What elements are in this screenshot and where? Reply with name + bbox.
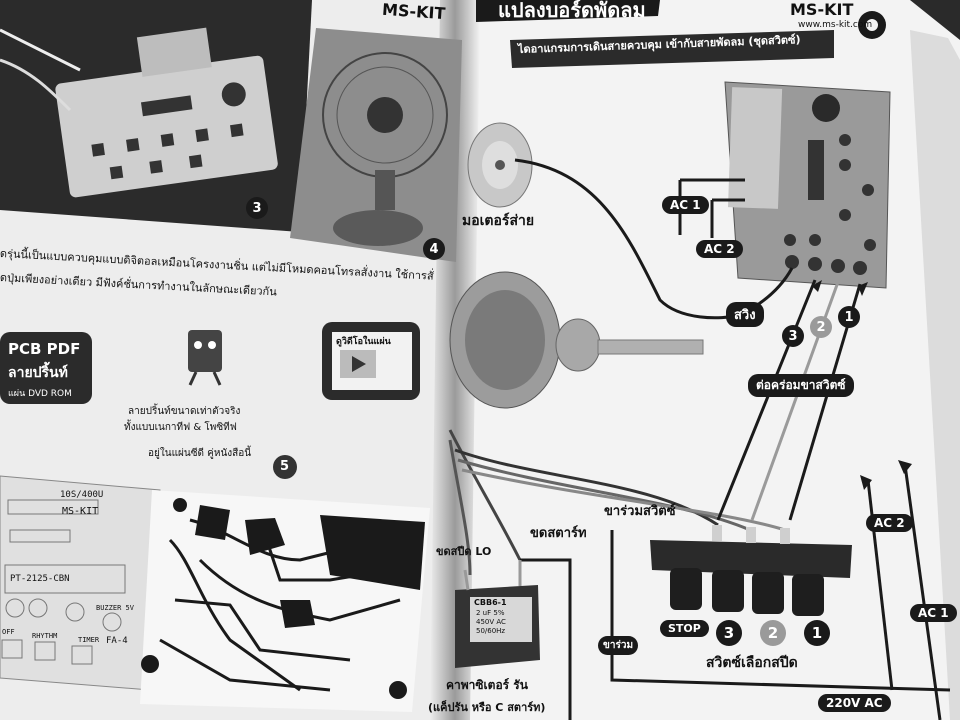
pcb-buzzer-label: BUZZER 5V (96, 604, 134, 612)
ac2-top-badge: AC 2 (696, 240, 743, 258)
ac1-side-badge: AC 1 (910, 604, 957, 622)
ac220-badge: 220V AC (818, 694, 891, 712)
speed-select-label: สวิตซ์เลือกสปีด (706, 655, 798, 671)
pcb-board-label: MS-KIT (62, 506, 99, 517)
pin-1-badge: 1 (838, 306, 860, 328)
speed-switch-bank (650, 540, 852, 578)
connect-pins-badge: ต่อคร่อมขาสวิตซ์ (748, 374, 854, 397)
pcb-timer-label: TIMER (78, 636, 100, 644)
photo-step-4: 4 (423, 238, 445, 260)
tablet-video-icon (322, 322, 420, 400)
cap-model: CBB6-1 (474, 598, 507, 607)
layout-print-title: ลายปริ้นท์ (8, 365, 68, 381)
stop-badge: STOP (660, 620, 709, 637)
pcb-fa-label: FA-4 (106, 636, 128, 646)
photo-step-3: 3 (246, 197, 268, 219)
note-line-1: ลายปริ้นท์ขนาดเท่าตัวจริง (128, 406, 241, 417)
ac1-top-badge: AC 1 (662, 196, 709, 214)
pcb-pdf-title: PCB PDF (8, 340, 81, 358)
speed-1-badge: 1 (804, 620, 830, 646)
swing-motor-label: มอเตอร์ส่าย (462, 213, 535, 229)
start-coil-label: ขดสตาร์ท (530, 526, 587, 541)
step-5-badge (273, 455, 297, 479)
capacitor-note: (แค็ปรัน หรือ C สตาร์ท) (428, 701, 546, 714)
right-url: www.ms-kit.com (798, 20, 873, 30)
speed-3-badge: 3 (716, 620, 742, 646)
pcb-pdf-badge (0, 332, 92, 404)
speed-lo-label: ขดสปีด LO (436, 545, 492, 558)
header-title: แปลงบอร์ดพัดลม (498, 0, 646, 22)
capacitor-label: คาพาซิเตอร์ รัน (446, 678, 528, 692)
pcb-rhythm-label: RHYTHM (32, 632, 58, 640)
cap-spec-3: 50/60Hz (476, 627, 506, 635)
book-mascot-icon (188, 330, 222, 386)
pin-3-badge: 3 (782, 325, 804, 347)
header-strip (476, 0, 660, 22)
photo-fan (290, 28, 462, 262)
right-brand: MS-KIT (790, 0, 854, 19)
speed-2-badge: 2 (760, 620, 786, 646)
step-5-number: 5 (280, 459, 290, 474)
cap-spec-2: 450V AC (476, 618, 506, 626)
pin-2-badge: 2 (810, 316, 832, 338)
note-line-2: ทั้งแบบเนกาทีฟ & โพซิทีฟ (124, 422, 237, 433)
dvd-label: แผ่น DVD ROM (8, 389, 72, 399)
common-switch-label: ขาร่วมสวิตซ์ (604, 504, 676, 519)
diagram-title-bar (510, 30, 834, 68)
pcb-part-label: PT-2125-CBN (10, 574, 70, 584)
ac2-side-badge: AC 2 (866, 514, 913, 532)
common-badge: ขาร่วม (598, 636, 639, 655)
swing-switch-badge: สวิง (726, 302, 764, 327)
video-label: ดูวิดีโอในแผ่น (336, 337, 391, 347)
cap-spec-1: 2 uF 5% (476, 609, 505, 617)
note-line-3: อยู่ในแผ่นซีดี คู่หนังสือนี้ (148, 448, 252, 459)
pcb-board-volt: 10S/400U (60, 490, 104, 500)
pcb-off-label: OFF (2, 628, 15, 636)
